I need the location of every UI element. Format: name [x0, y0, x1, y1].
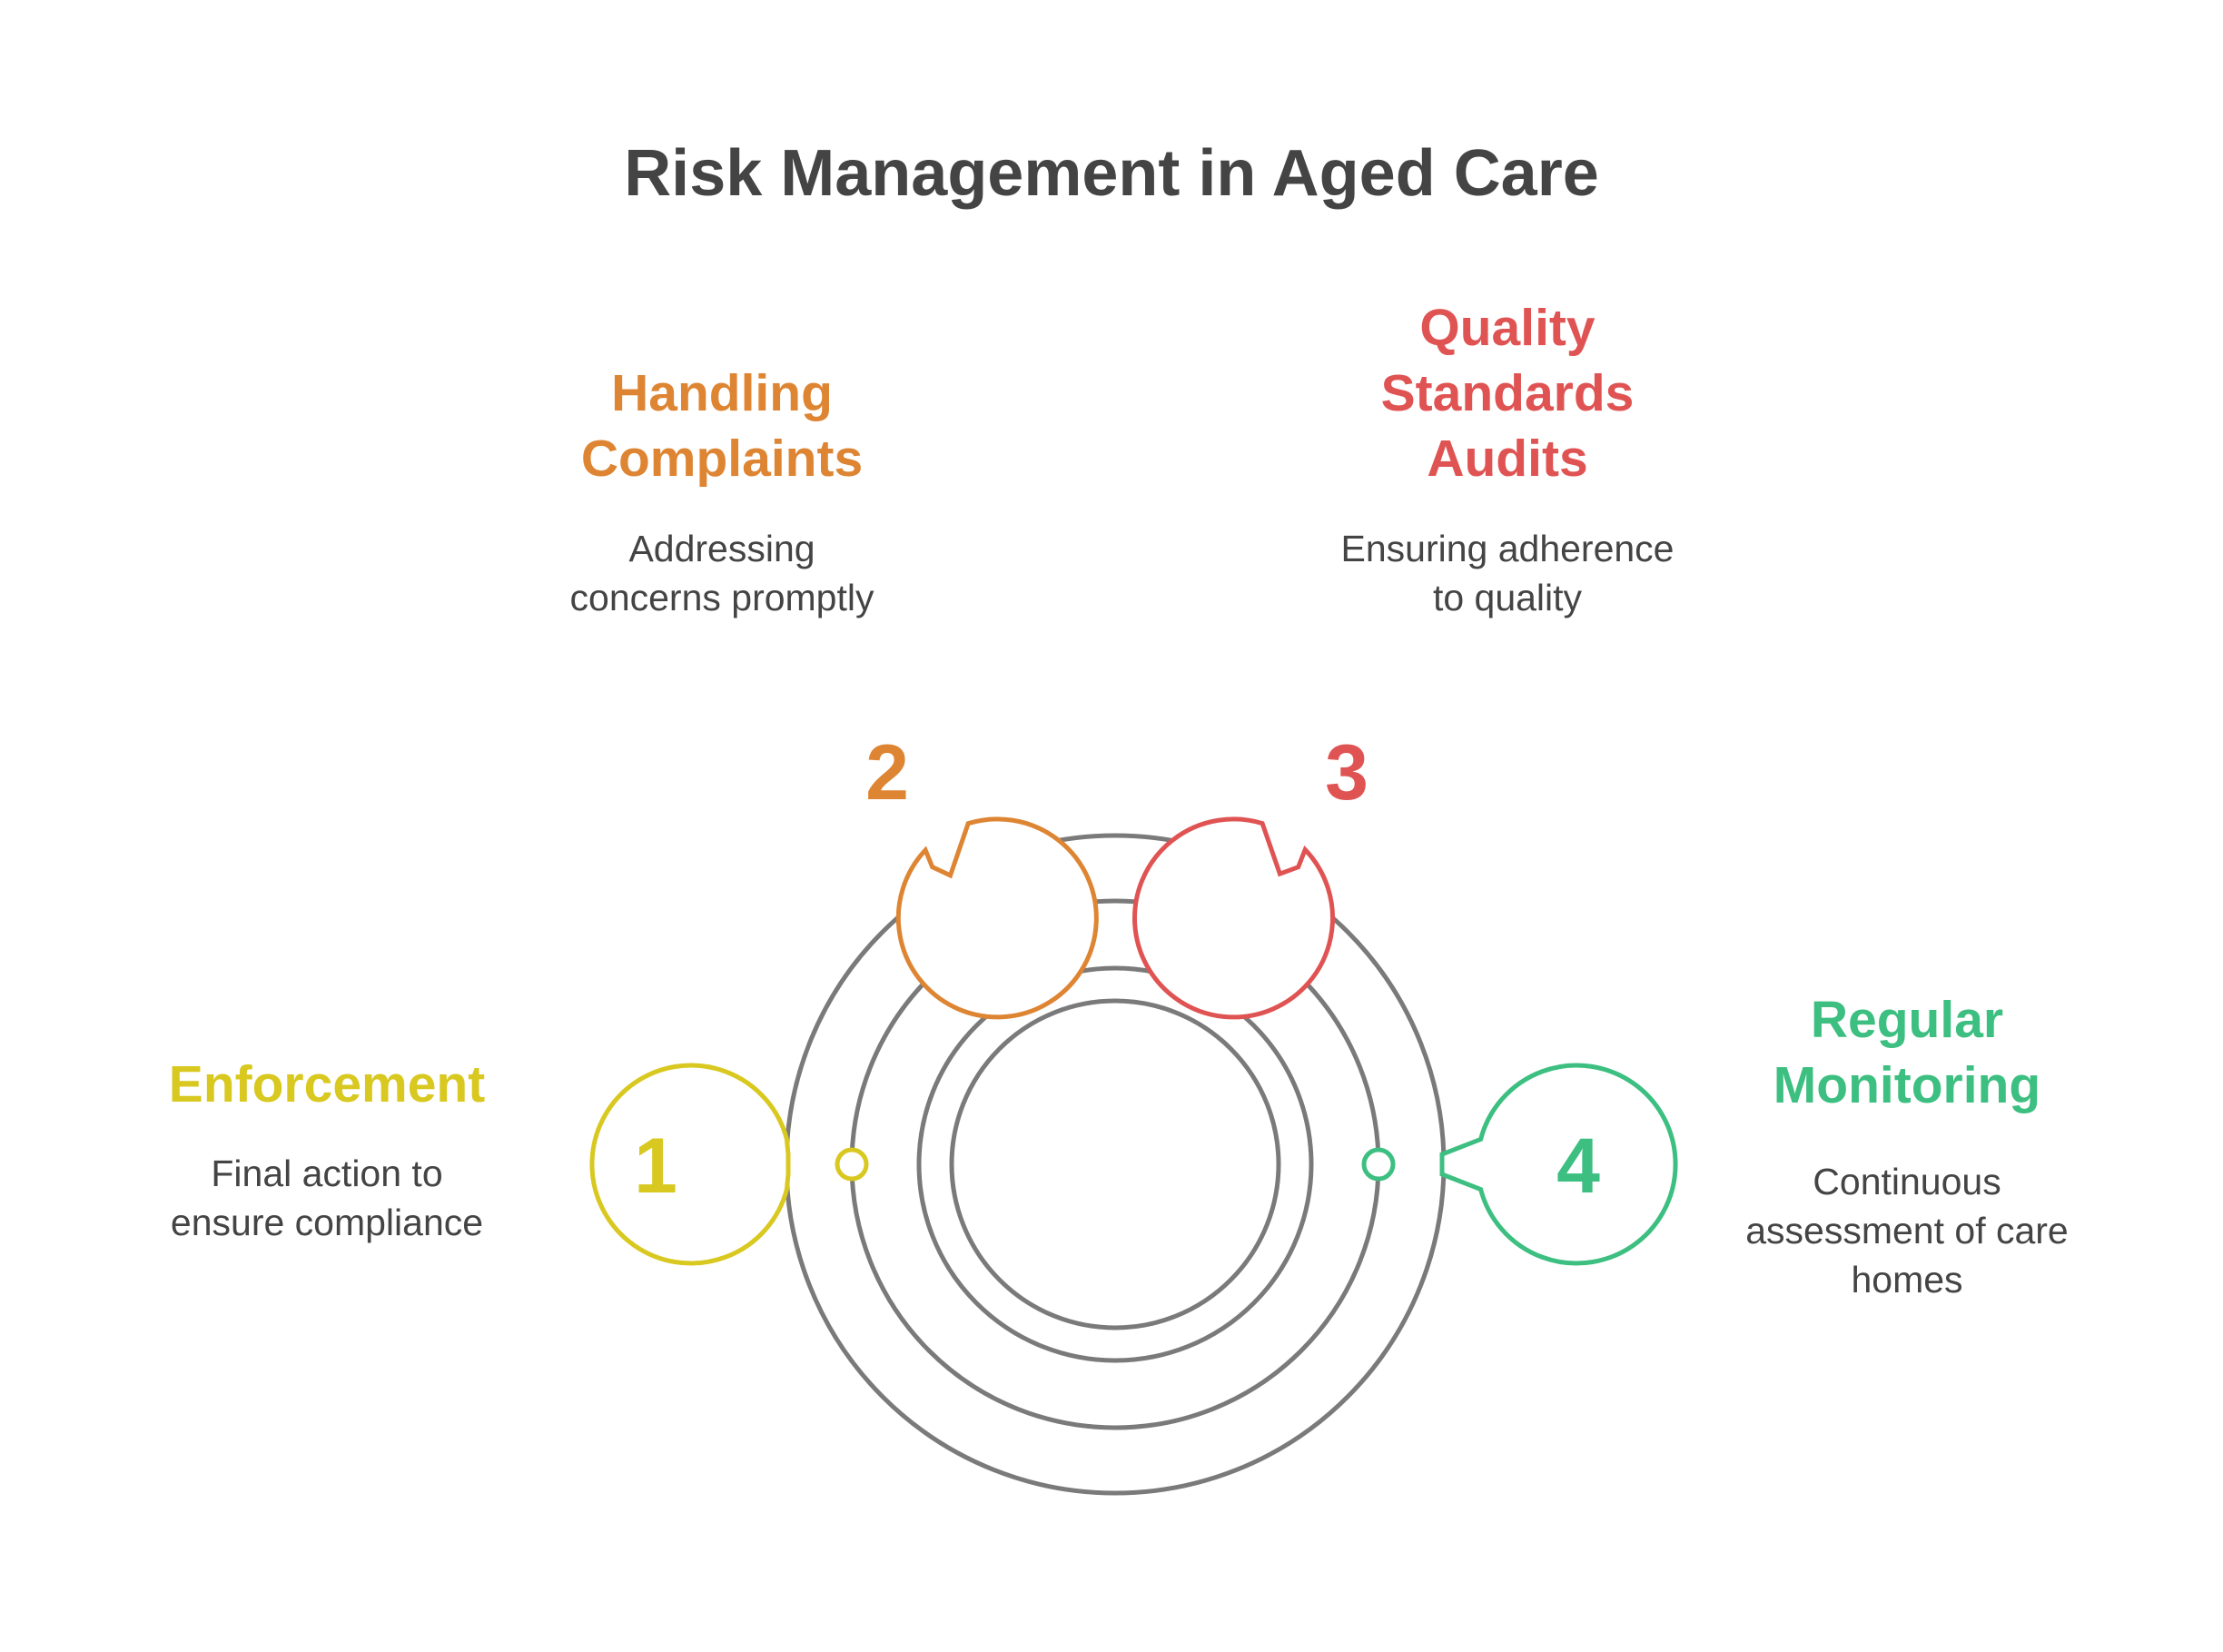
step-2-description: Addressing concerns promptly [499, 524, 944, 622]
diagram-title: Risk Management in Aged Care [624, 137, 1599, 210]
step-4-marker [1361, 1147, 1396, 1182]
step-4-desc-line: homes [1851, 1259, 1963, 1301]
step-1-description: Final action to ensure compliance [91, 1149, 563, 1247]
step-4-title-line: Regular [1810, 991, 2004, 1049]
step-3-title-line: Audits [1427, 430, 1588, 488]
step-2-number: 2 [865, 729, 909, 816]
step-2-bubble [895, 816, 1099, 1020]
step-4-desc-line: assessment of care [1745, 1210, 2069, 1251]
step-1-number: 1 [634, 1123, 677, 1210]
step-1-desc-line: Final action to [211, 1152, 443, 1194]
step-3-desc-line: to quality [1432, 577, 1583, 618]
step-1-marker [835, 1147, 869, 1182]
third-ring [916, 965, 1314, 1363]
step-1-desc-line: ensure compliance [170, 1202, 484, 1243]
step-2-desc-line: Addressing [628, 528, 815, 569]
step-3-title: Quality Standards Audits [1271, 295, 1744, 491]
outer-ring [784, 833, 1447, 1496]
step-4-title-line: Monitoring [1773, 1056, 2041, 1114]
step-1-title-line: Enforcement [168, 1055, 486, 1113]
step-2-title-line: Handling [611, 364, 833, 422]
step-4-title: Regular Monitoring [1671, 987, 2143, 1118]
step-3-title-line: Standards [1380, 364, 1635, 422]
step-4-number: 4 [1556, 1123, 1600, 1210]
step-1-title: Enforcement [91, 1052, 563, 1117]
step-4-description: Continuous assessment of care homes [1671, 1157, 2143, 1304]
step-3-bubble [1132, 816, 1335, 1020]
step-3-number: 3 [1325, 729, 1368, 816]
step-4-desc-line: Continuous [1813, 1161, 2001, 1202]
step-3-description: Ensuring adherence to quality [1271, 524, 1744, 622]
step-3-desc-line: Ensuring adherence [1340, 528, 1675, 569]
step-2-title-line: Complaints [580, 430, 864, 488]
step-3-title-line: Quality [1419, 299, 1596, 357]
step-2-desc-line: concerns promptly [569, 577, 874, 618]
step-1-bubble [589, 1063, 791, 1266]
inner-ring [949, 998, 1281, 1331]
step-2-title: Handling Complaints [499, 361, 944, 491]
step-4-bubble [1439, 1063, 1678, 1266]
